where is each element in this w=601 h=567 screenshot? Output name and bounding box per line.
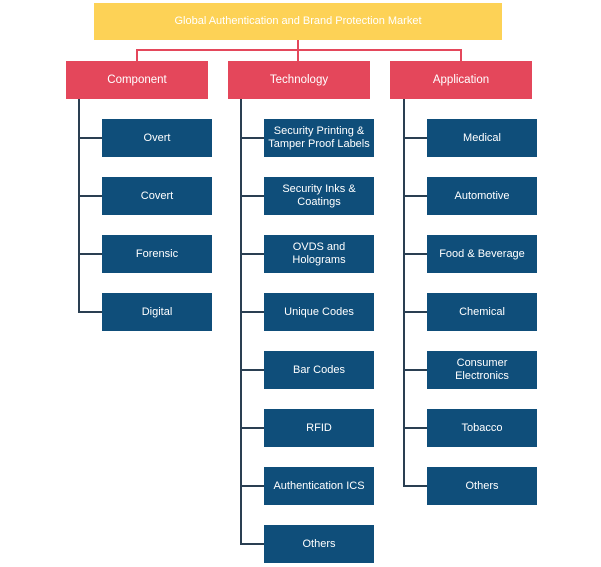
component-branch-line: [78, 253, 102, 255]
technology-branch-line: [240, 485, 264, 487]
component-item-label: Covert: [140, 189, 174, 202]
application-branch-line: [403, 369, 427, 371]
technology-item-label: Bar Codes: [293, 363, 345, 376]
technology-item: OVDS and Holograms: [264, 235, 374, 273]
application-item: Medical: [427, 119, 537, 157]
technology-branch-line: [240, 195, 264, 197]
root-label: Global Authentication and Brand Protecti…: [174, 15, 422, 27]
category-application: Application: [390, 61, 532, 99]
application-item-label: Medical: [463, 131, 501, 144]
application-item-label: Automotive: [454, 189, 510, 202]
component-item-label: Overt: [143, 131, 171, 144]
technology-branch-line: [240, 543, 264, 545]
technology-item: RFID: [264, 409, 374, 447]
stem-application: [460, 49, 462, 61]
technology-item: Security Printing & Tamper Proof Labels: [264, 119, 374, 157]
application-branch-line: [403, 137, 427, 139]
application-item-label: Consumer Electronics: [455, 357, 509, 382]
root-node: Global Authentication and Brand Protecti…: [94, 3, 502, 40]
technology-item: Security Inks & Coatings: [264, 177, 374, 215]
category-technology: Technology: [228, 61, 370, 99]
component-item: Overt: [102, 119, 212, 157]
component-trunk-line: [78, 99, 80, 313]
technology-item: Authentication ICS: [264, 467, 374, 505]
application-item: Chemical: [427, 293, 537, 331]
technology-item-label: RFID: [306, 421, 332, 434]
technology-item-label: Authentication ICS: [273, 479, 365, 492]
technology-branch-line: [240, 311, 264, 313]
technology-item-label: Unique Codes: [284, 305, 354, 318]
technology-branch-line: [240, 427, 264, 429]
technology-item: Unique Codes: [264, 293, 374, 331]
technology-trunk-line: [240, 99, 242, 545]
application-branch-line: [403, 195, 427, 197]
category-technology-label: Technology: [269, 73, 329, 86]
technology-item: Bar Codes: [264, 351, 374, 389]
application-item: Others: [427, 467, 537, 505]
application-item-label: Food & Beverage: [439, 247, 525, 260]
stem-component: [136, 49, 138, 61]
technology-item-label: OVDS and Holograms: [292, 241, 346, 266]
application-branch-line: [403, 485, 427, 487]
component-item-label: Digital: [141, 305, 173, 318]
category-component: Component: [66, 61, 208, 99]
application-item: Food & Beverage: [427, 235, 537, 273]
application-item-label: Chemical: [459, 305, 505, 318]
application-branch-line: [403, 427, 427, 429]
application-item: Tobacco: [427, 409, 537, 447]
component-item: Digital: [102, 293, 212, 331]
component-branch-line: [78, 195, 102, 197]
root-bar: [136, 49, 462, 51]
stem-technology: [297, 49, 299, 61]
technology-item-label: Security Printing & Tamper Proof Labels: [268, 125, 370, 150]
technology-branch-line: [240, 253, 264, 255]
root-stem: [297, 40, 299, 50]
component-item-label: Forensic: [135, 247, 179, 260]
technology-item: Others: [264, 525, 374, 563]
component-branch-line: [78, 137, 102, 139]
application-item: Automotive: [427, 177, 537, 215]
application-item-label: Others: [465, 479, 499, 492]
technology-item-label: Security Inks & Coatings: [282, 183, 356, 208]
application-item: Consumer Electronics: [427, 351, 537, 389]
category-application-label: Application: [432, 73, 490, 86]
application-branch-line: [403, 253, 427, 255]
category-component-label: Component: [107, 73, 167, 86]
component-branch-line: [78, 311, 102, 313]
technology-branch-line: [240, 137, 264, 139]
application-branch-line: [403, 311, 427, 313]
technology-branch-line: [240, 369, 264, 371]
component-item: Covert: [102, 177, 212, 215]
application-item-label: Tobacco: [461, 421, 503, 434]
application-trunk-line: [403, 99, 405, 487]
component-item: Forensic: [102, 235, 212, 273]
technology-item-label: Others: [302, 537, 336, 550]
